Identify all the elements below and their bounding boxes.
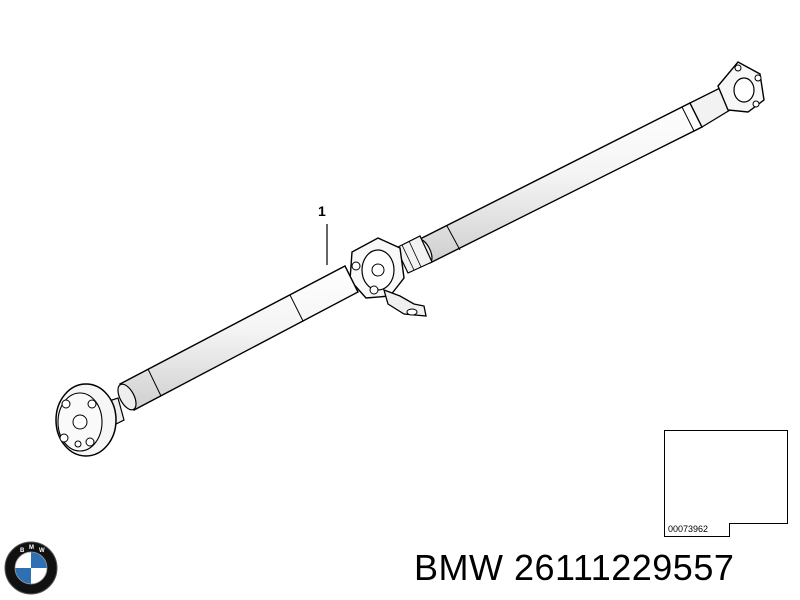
svg-text:B: B bbox=[20, 548, 25, 554]
bmw-logo: B M W bbox=[4, 541, 58, 595]
front-shaft-tube bbox=[117, 265, 359, 411]
center-splined-section bbox=[395, 235, 433, 274]
part-number-caption: BMW 26111229557 bbox=[414, 547, 735, 588]
front-flex-disc bbox=[55, 383, 125, 457]
svg-text:W: W bbox=[39, 548, 45, 554]
svg-text:M: M bbox=[29, 545, 34, 551]
rear-flange-joint bbox=[717, 61, 765, 113]
callout-number: 1 bbox=[318, 203, 326, 219]
thumbnail-frame bbox=[664, 430, 788, 524]
rear-shaft-tube bbox=[415, 87, 731, 264]
thumbnail-code: 00073962 bbox=[664, 523, 730, 537]
